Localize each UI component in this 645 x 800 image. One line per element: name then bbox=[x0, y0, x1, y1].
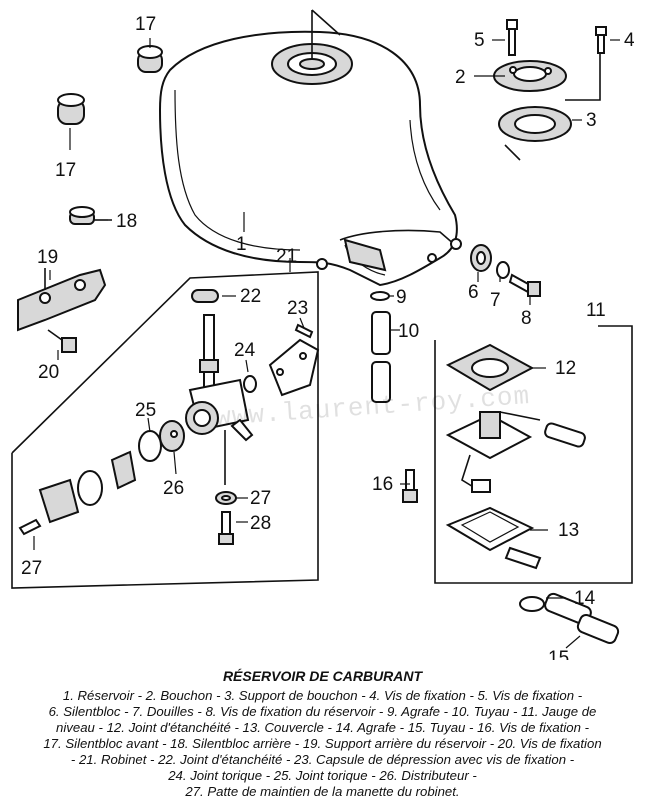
tap-lever-parts bbox=[38, 450, 137, 524]
callout-8: 8 bbox=[521, 308, 532, 329]
cap-support bbox=[498, 50, 601, 161]
gauge-screw bbox=[402, 469, 418, 503]
front-silentbloc-left bbox=[57, 93, 85, 125]
callout-12: 12 bbox=[555, 358, 576, 379]
fixing-screw-5 bbox=[506, 19, 518, 56]
callout-28: 28 bbox=[250, 513, 271, 534]
callout-17-top: 17 bbox=[135, 14, 156, 35]
fuel-tap-frame bbox=[11, 271, 319, 589]
callout-labels: 1 2 3 4 5 6 7 8 9 10 11 12 13 14 15 16 1… bbox=[21, 14, 635, 660]
callout-17-left: 17 bbox=[55, 160, 76, 181]
callout-11: 11 bbox=[586, 300, 606, 321]
legend-line: 27. Patte de maintien de la manette du r… bbox=[185, 784, 460, 799]
parts-legend: 1. Réservoir - 2. Bouchon - 3. Support d… bbox=[0, 688, 645, 800]
distributor bbox=[159, 420, 185, 452]
callout-3: 3 bbox=[586, 110, 597, 131]
lever-retaining-screw bbox=[18, 518, 42, 536]
callout-22: 22 bbox=[240, 286, 261, 307]
vacuum-capsule bbox=[268, 323, 320, 397]
callout-24: 24 bbox=[234, 340, 256, 361]
callout-21: 21 bbox=[276, 246, 297, 267]
rear-silentbloc bbox=[69, 206, 112, 225]
fuel-hose bbox=[371, 311, 391, 403]
callout-2: 2 bbox=[455, 67, 466, 88]
callout-10: 10 bbox=[398, 321, 419, 342]
fuel-tank-exploded-diagram: 1 2 3 4 5 6 7 8 9 10 11 12 13 14 15 16 1… bbox=[11, 9, 635, 660]
callout-1: 1 bbox=[236, 234, 247, 255]
callout-18: 18 bbox=[116, 211, 137, 232]
callout-26: 26 bbox=[163, 478, 184, 499]
tank-fixing-screw bbox=[508, 273, 541, 297]
legend-line: 24. Joint torique - 25. Joint torique - … bbox=[168, 768, 477, 783]
rear-tank-support bbox=[17, 268, 107, 332]
screw-28 bbox=[218, 511, 234, 545]
diagram-title: RÉSERVOIR DE CARBURANT bbox=[222, 668, 423, 684]
tank-cap bbox=[493, 60, 567, 92]
level-gauge-frame bbox=[434, 325, 633, 584]
callout-7: 7 bbox=[490, 290, 501, 311]
callout-23: 23 bbox=[287, 298, 308, 319]
level-gauge bbox=[445, 411, 586, 493]
legend-line: 17. Silentbloc avant - 18. Silentbloc ar… bbox=[43, 736, 602, 751]
front-silentbloc-top bbox=[137, 45, 163, 73]
callout-27-left: 27 bbox=[21, 558, 42, 579]
callout-13: 13 bbox=[558, 520, 579, 541]
hose-clip-14 bbox=[519, 596, 545, 612]
tank-bush bbox=[496, 261, 510, 279]
callout-20: 20 bbox=[38, 362, 59, 383]
tank-silentbloc bbox=[470, 244, 492, 272]
fuel-tank bbox=[158, 9, 462, 287]
callout-14: 14 bbox=[574, 588, 596, 609]
callout-6: 6 bbox=[468, 282, 479, 303]
o-ring-25 bbox=[138, 430, 162, 462]
legend-line: 1. Réservoir - 2. Bouchon - 3. Support d… bbox=[62, 688, 583, 703]
callout-9: 9 bbox=[396, 287, 407, 308]
legend-line: niveau - 12. Joint d'étanchéité - 13. Co… bbox=[56, 720, 589, 735]
callout-25: 25 bbox=[135, 400, 156, 421]
callout-5: 5 bbox=[474, 30, 485, 51]
o-ring-24 bbox=[243, 375, 257, 393]
washer-27 bbox=[215, 491, 237, 505]
tap-seal bbox=[191, 289, 219, 303]
callout-27-right: 27 bbox=[250, 488, 271, 509]
fixing-screw-4 bbox=[595, 26, 607, 54]
leader-lines bbox=[33, 38, 620, 649]
callout-15: 15 bbox=[548, 648, 569, 660]
callout-19: 19 bbox=[37, 247, 58, 268]
legend-line: 6. Silentbloc - 7. Douilles - 8. Vis de … bbox=[48, 704, 597, 719]
support-fixing-screw bbox=[47, 329, 77, 353]
hose-clip bbox=[370, 291, 390, 301]
legend-line: - 21. Robinet - 22. Joint d'étanchéité -… bbox=[70, 752, 575, 767]
callout-4: 4 bbox=[624, 30, 635, 51]
fuel-hose-15 bbox=[544, 592, 620, 645]
gauge-cover bbox=[445, 506, 542, 570]
fuel-tap bbox=[185, 314, 254, 485]
callout-16: 16 bbox=[372, 474, 393, 495]
